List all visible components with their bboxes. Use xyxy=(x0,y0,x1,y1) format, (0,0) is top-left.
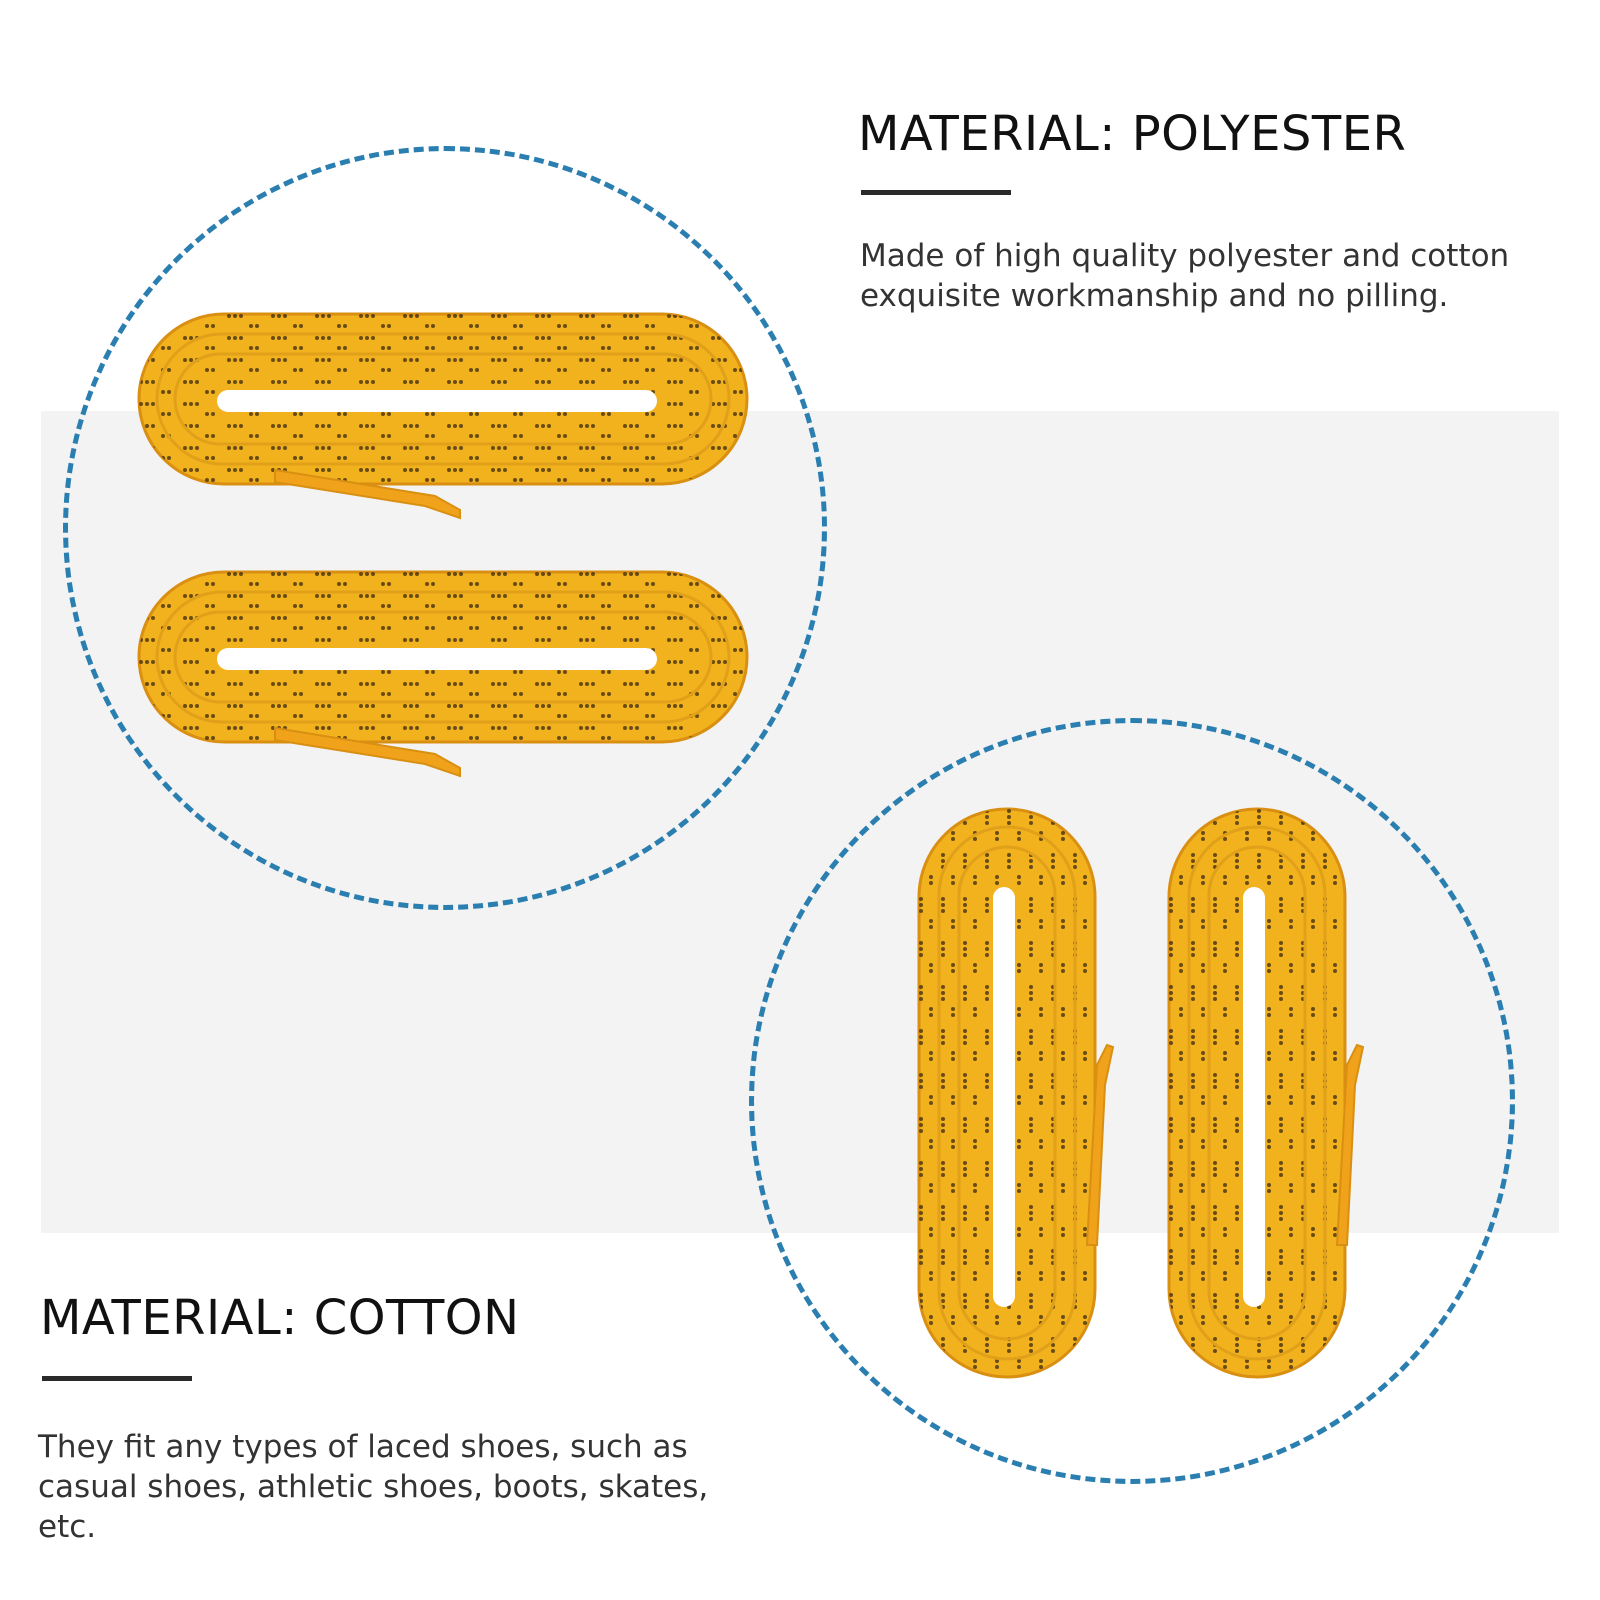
product-image-circle-vertical xyxy=(749,718,1515,1484)
polyester-heading: MATERIAL: POLYESTER xyxy=(858,106,1407,162)
shoelace-coil-icon xyxy=(917,807,1115,1379)
shoelace-pair-vertical xyxy=(917,807,1365,1379)
shoelace-coil-icon xyxy=(137,570,749,778)
product-image-circle-horizontal xyxy=(63,146,827,910)
cotton-description: They fit any types of laced shoes, such … xyxy=(38,1429,709,1545)
shoelace-pair-horizontal xyxy=(137,312,749,778)
polyester-divider xyxy=(861,190,1011,195)
cotton-divider xyxy=(42,1376,192,1381)
polyester-description: Made of high quality polyester and cotto… xyxy=(860,238,1510,314)
shoelace-coil-icon xyxy=(1167,807,1365,1379)
cotton-heading: MATERIAL: COTTON xyxy=(40,1290,520,1346)
shoelace-coil-icon xyxy=(137,312,749,520)
